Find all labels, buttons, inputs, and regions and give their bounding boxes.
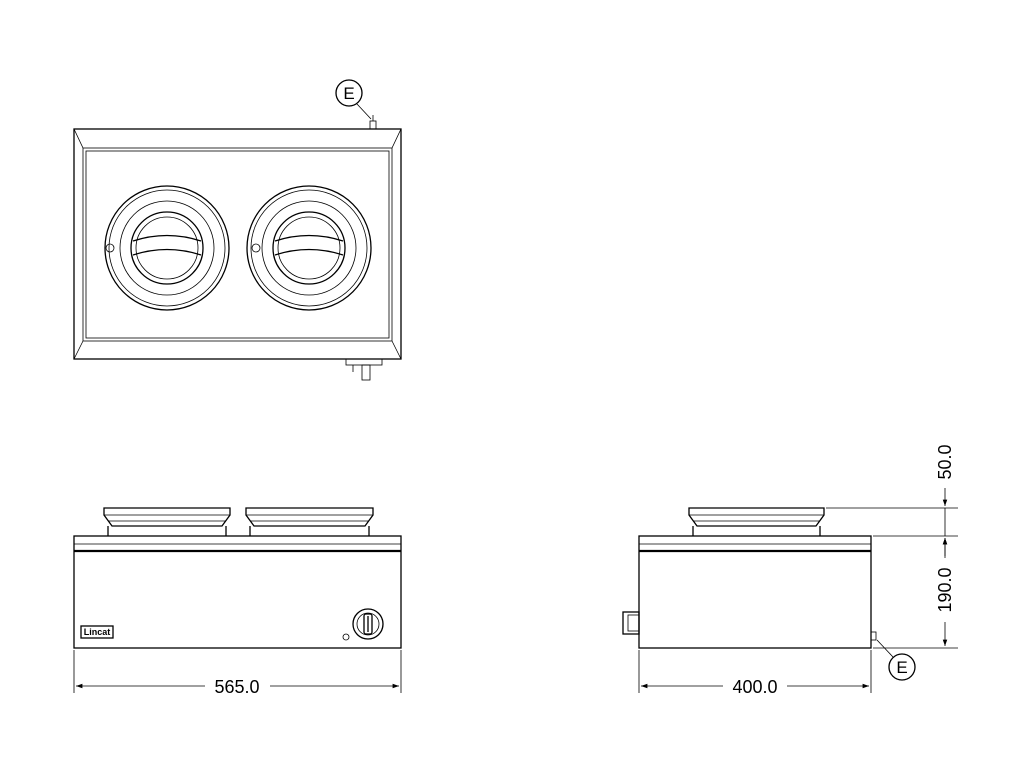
- earth-stud-side: [870, 631, 877, 641]
- brand-logo: Lincat: [80, 625, 114, 639]
- front-view: Lincat 565.0: [73, 507, 402, 697]
- callout-e-top-label: E: [343, 84, 354, 103]
- control-knob-side: [622, 611, 640, 635]
- dimension-depth: 400.0: [732, 677, 777, 697]
- callout-e-side-label: E: [896, 658, 907, 677]
- dimension-body-height: 190.0: [935, 567, 955, 612]
- callout-e-side: E: [876, 639, 916, 681]
- side-view: E 400.0 50.0 190.0: [622, 444, 958, 697]
- indicator-light: [342, 633, 350, 641]
- callout-e-top: E: [335, 79, 372, 120]
- control-knob-top: [345, 358, 383, 381]
- earth-stud-top: [369, 115, 377, 130]
- brand-logo-text: Lincat: [84, 627, 111, 637]
- right-well: [246, 185, 372, 311]
- dimension-width: 565.0: [214, 677, 259, 697]
- dimension-pot-rim-height: 50.0: [935, 444, 955, 479]
- control-knob-front: [352, 608, 384, 640]
- top-view: E: [73, 79, 402, 381]
- left-well: [104, 185, 230, 311]
